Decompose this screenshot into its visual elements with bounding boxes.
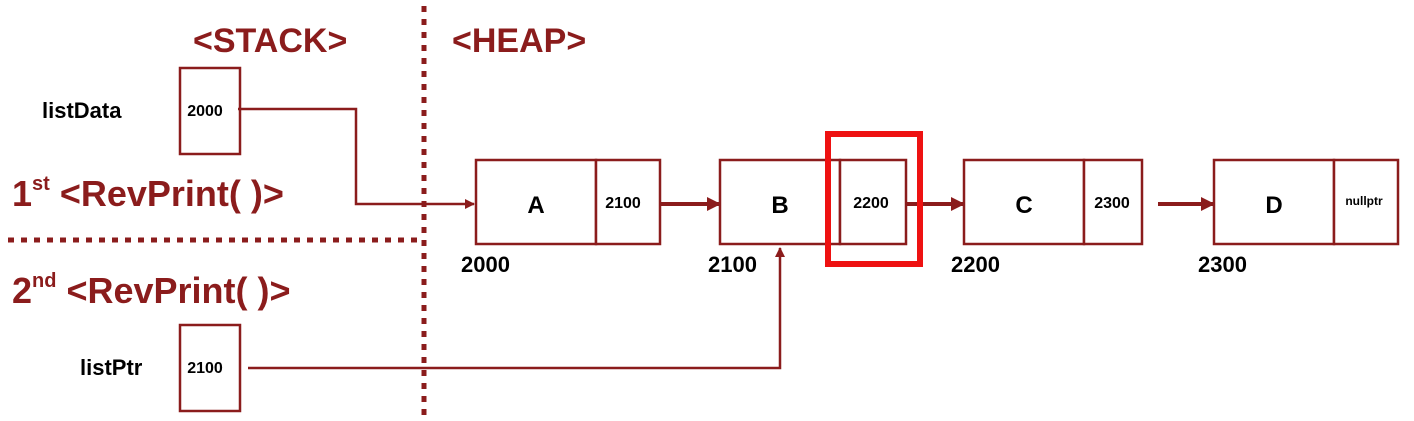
node-b: B 2200 2100 — [708, 158, 908, 277]
node-a-address: 2000 — [461, 252, 510, 277]
frame2-suffix: nd — [32, 270, 56, 292]
node-d: D nullptr 2300 — [1198, 158, 1400, 277]
node-b-next: 2200 — [853, 195, 889, 212]
node-b-address: 2100 — [708, 252, 757, 277]
node-c-next: 2300 — [1094, 195, 1130, 212]
listptr-box — [178, 323, 242, 413]
frame1-label: 1st <RevPrint( )> — [12, 173, 284, 214]
node-a-info-cell — [474, 158, 598, 246]
frame1-suffix: st — [32, 173, 50, 195]
node-a-next-cell — [594, 158, 662, 246]
listdata-value: 2000 — [187, 103, 223, 120]
frame2-label: 2nd <RevPrint( )> — [12, 270, 291, 311]
heap-title: <HEAP> — [452, 22, 586, 60]
node-d-next: nullptr — [1345, 194, 1383, 208]
node-d-info: D — [1265, 192, 1282, 219]
stack-title: <STACK> — [193, 22, 347, 60]
frame2-ordinal: 2 — [12, 270, 32, 311]
frame1-text: <RevPrint( )> — [60, 173, 284, 214]
node-c-address: 2200 — [951, 252, 1000, 277]
node-b-next-cell — [838, 158, 908, 246]
highlight-box — [825, 131, 923, 267]
node-c-info-cell — [962, 158, 1086, 246]
listdata-label: listData — [42, 98, 122, 123]
node-c-info: C — [1015, 192, 1032, 219]
node-d-next-cell — [1332, 158, 1400, 246]
node-a-info: A — [527, 192, 544, 219]
node-d-address: 2300 — [1198, 252, 1247, 277]
listdata-pointer-arrow — [238, 107, 475, 209]
listptr-pointer-arrow — [248, 247, 785, 370]
listptr-label: listPtr — [80, 355, 143, 380]
node-a-next: 2100 — [605, 195, 641, 212]
node-d-info-cell — [1212, 158, 1336, 246]
node-a: A 2100 2000 — [461, 158, 662, 277]
node-c: C 2300 2200 — [951, 158, 1144, 277]
listdata-box — [178, 66, 242, 156]
node-b-info: B — [771, 192, 788, 219]
node-c-next-cell — [1082, 158, 1144, 246]
frame2-text: <RevPrint( )> — [66, 270, 290, 311]
listptr-value: 2100 — [187, 360, 223, 377]
frame1-ordinal: 1 — [12, 173, 32, 214]
